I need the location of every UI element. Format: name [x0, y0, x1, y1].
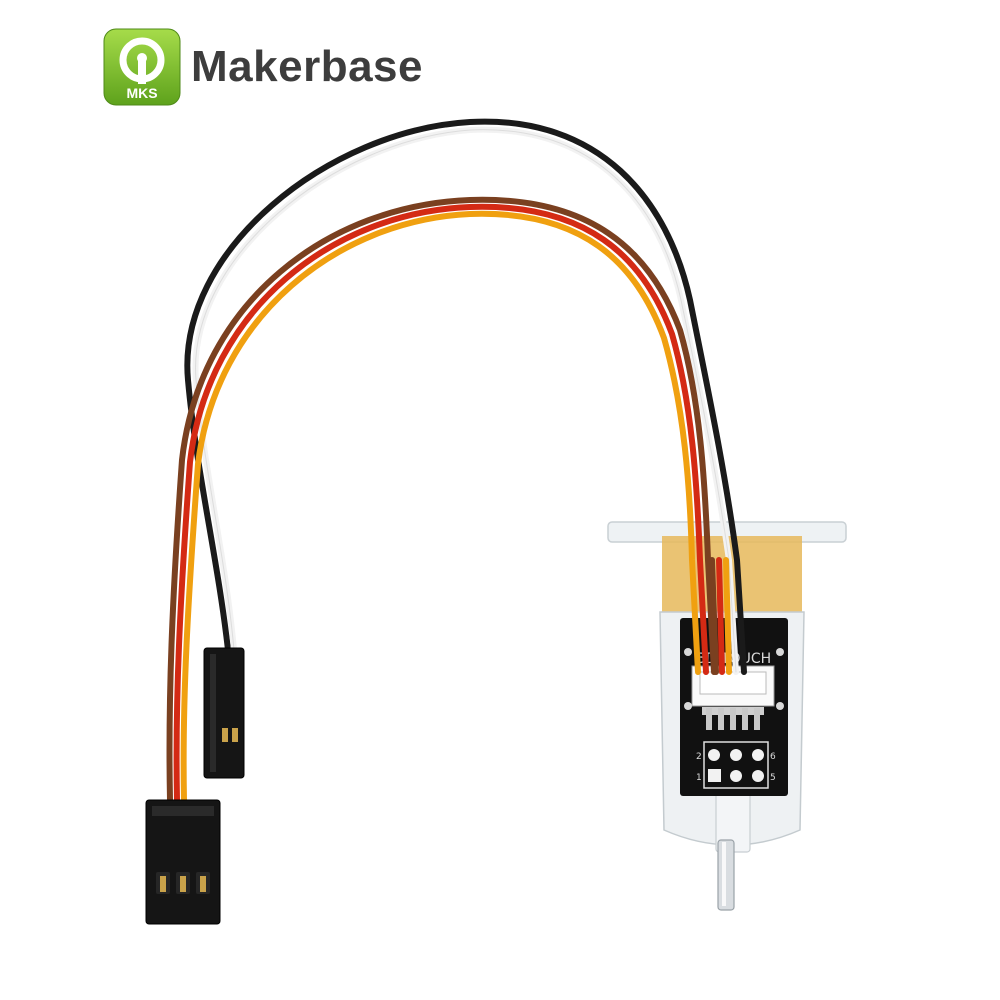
servo-connector-lower [145, 799, 221, 925]
pin-label-5: 5 [770, 773, 776, 783]
brand-name: Makerbase [191, 42, 423, 91]
pin-label-1: 1 [696, 773, 702, 783]
pin-label-2: 2 [696, 752, 702, 762]
pin-label-6: 6 [770, 752, 776, 762]
mks-logo-icon: MKS [103, 28, 181, 106]
wire-bundle-brown-red-orange [166, 196, 732, 803]
servo-connector-upper [203, 647, 245, 779]
wire-pair-black-white [184, 118, 747, 675]
logo-text: MKS [126, 85, 157, 101]
brand-header: MKS Makerbase [103, 27, 423, 107]
